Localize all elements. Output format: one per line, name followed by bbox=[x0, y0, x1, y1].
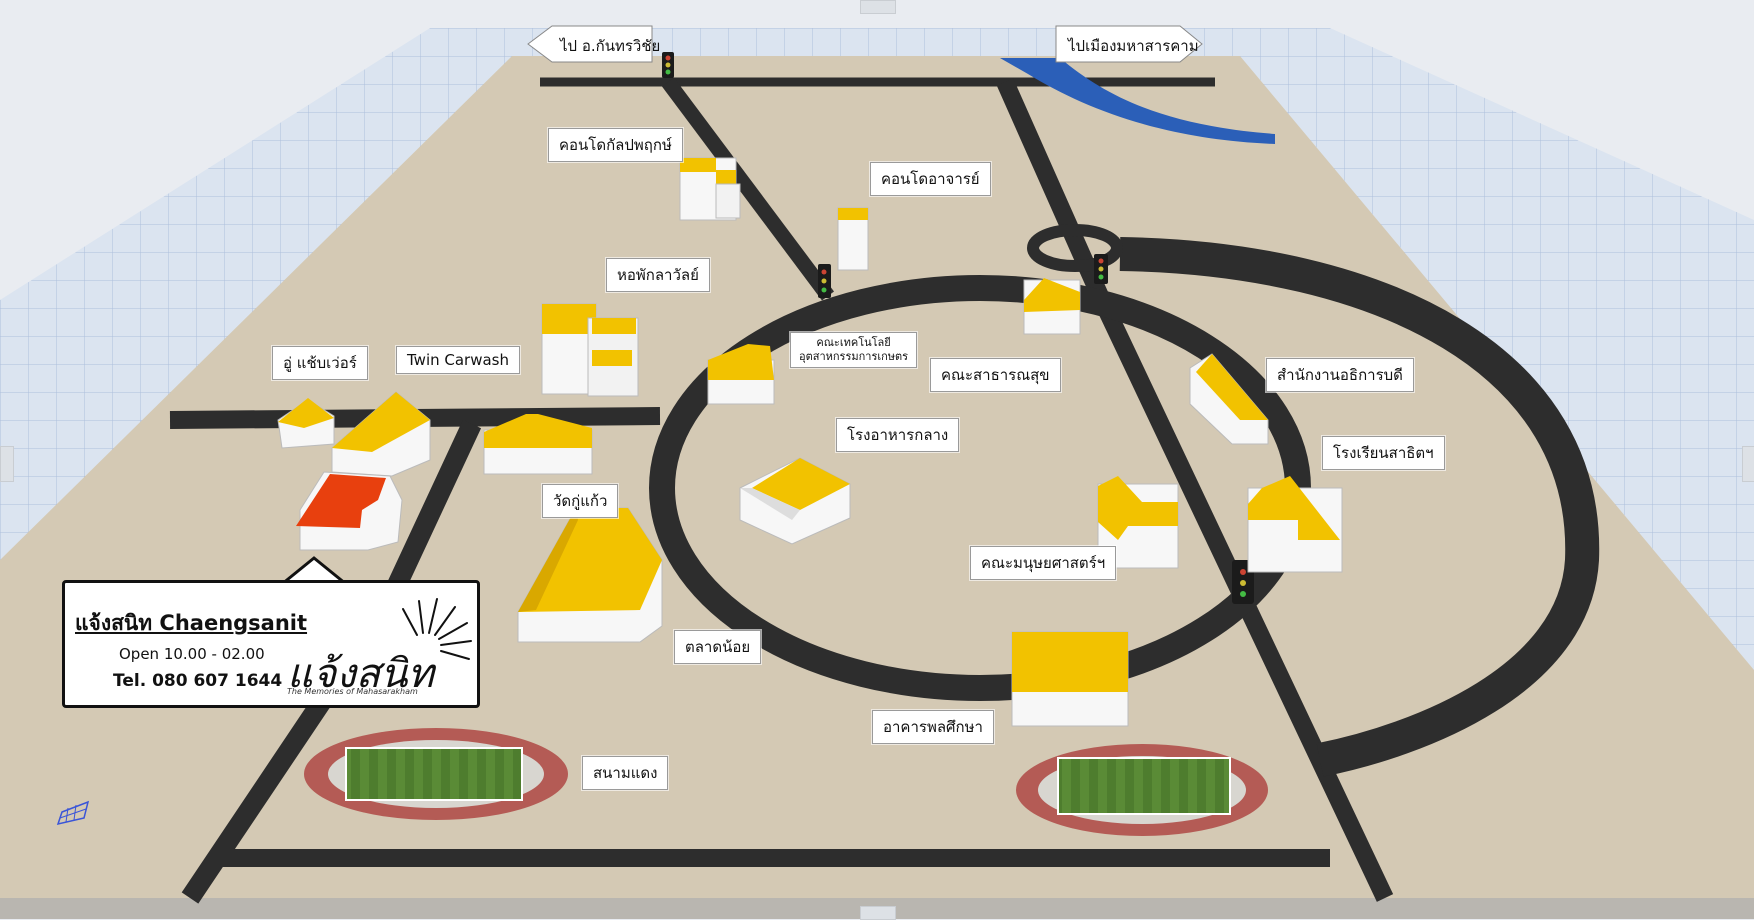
outer-ring-road bbox=[1119, 237, 1600, 777]
resize-handle-left[interactable] bbox=[0, 446, 14, 482]
resize-handle-right[interactable] bbox=[1742, 446, 1754, 482]
traffic-light bbox=[1094, 254, 1108, 284]
promo-logo: แจ้งสนิท bbox=[287, 651, 434, 697]
building-temple bbox=[483, 414, 593, 475]
building-sports bbox=[1011, 631, 1129, 727]
promo-phone[interactable]: Tel. 080 607 1644 bbox=[113, 671, 283, 691]
promo-title: แจ้งสนิท Chaengsanit bbox=[75, 611, 308, 635]
label-humanities: คณะมนุษยศาสตร์ฯ bbox=[970, 546, 1117, 580]
resize-handle-bottom[interactable] bbox=[860, 906, 896, 920]
traffic-light bbox=[818, 264, 831, 298]
label-condo-pluek: คอนโดกัลปพฤกษ์ bbox=[548, 128, 683, 162]
label-demo-school: โรงเรียนสาธิตฯ bbox=[1322, 436, 1445, 470]
label-tech-faculty-line1: คณะเทคโนโลยี bbox=[816, 336, 891, 349]
direction-right-label: ไปเมืองมหาสารคาม bbox=[1068, 37, 1199, 55]
label-president-office: สำนักงานอธิการบดี bbox=[1266, 358, 1414, 392]
building-condo-pluek bbox=[679, 157, 741, 221]
building-market bbox=[517, 507, 663, 643]
building-central-canteen bbox=[739, 457, 851, 545]
promo-hours: Open 10.00 - 02.00 bbox=[119, 645, 265, 663]
roundabout bbox=[1027, 224, 1123, 272]
label-red-stadium: สนามแดง bbox=[582, 756, 669, 790]
label-market: ตลาดน้อย bbox=[674, 630, 762, 664]
stadium-sports bbox=[1016, 744, 1268, 836]
building-public-health bbox=[1023, 278, 1081, 335]
label-condo-teacher: คอนโดอาจารย์ bbox=[870, 162, 991, 196]
label-central-canteen: โรงอาหารกลาง bbox=[836, 418, 960, 452]
river bbox=[1000, 58, 1275, 144]
label-carwash: Twin Carwash bbox=[396, 346, 521, 374]
building-demo-school bbox=[1247, 476, 1343, 573]
stadium-red bbox=[304, 728, 568, 820]
building-tech-faculty bbox=[707, 344, 775, 405]
traffic-light bbox=[662, 52, 674, 78]
direction-left-label: ไป อ.กันทรวิชัย bbox=[560, 37, 661, 55]
promo-tagline: The Memories of Mahasarakham bbox=[287, 687, 418, 696]
building-garage bbox=[277, 398, 335, 449]
label-public-health: คณะสาธารณสุข bbox=[930, 358, 1061, 392]
grid-icon[interactable] bbox=[56, 800, 90, 826]
promo-card[interactable]: แจ้งสนิท Chaengsanit Open 10.00 - 02.00 … bbox=[62, 580, 480, 708]
building-president-office bbox=[1189, 353, 1269, 445]
label-dorm-kulawan: หอพักลาวัลย์ bbox=[606, 258, 710, 292]
label-sports-building: อาคารพลศึกษา bbox=[872, 710, 994, 744]
direction-arrow-right bbox=[1055, 25, 1203, 63]
label-tech-faculty: คณะเทคโนโลยี อุตสาหกรรมการเกษตร bbox=[790, 332, 918, 368]
resize-handle-top[interactable] bbox=[860, 0, 896, 14]
road-left-diagonal bbox=[661, 77, 835, 301]
building-condo-teacher bbox=[837, 207, 869, 271]
label-temple: วัดกู่แก้ว bbox=[542, 484, 619, 518]
label-garage: อู่ แช้บเว่อร์ bbox=[272, 346, 368, 380]
building-restaurant-highlight bbox=[296, 471, 403, 551]
building-carwash bbox=[331, 391, 431, 477]
building-dorm-kulawan bbox=[541, 303, 639, 397]
label-tech-faculty-line2: อุตสาหกรรมการเกษตร bbox=[799, 350, 909, 363]
sun-rays-icon bbox=[402, 598, 472, 660]
direction-arrow-left bbox=[527, 25, 653, 63]
